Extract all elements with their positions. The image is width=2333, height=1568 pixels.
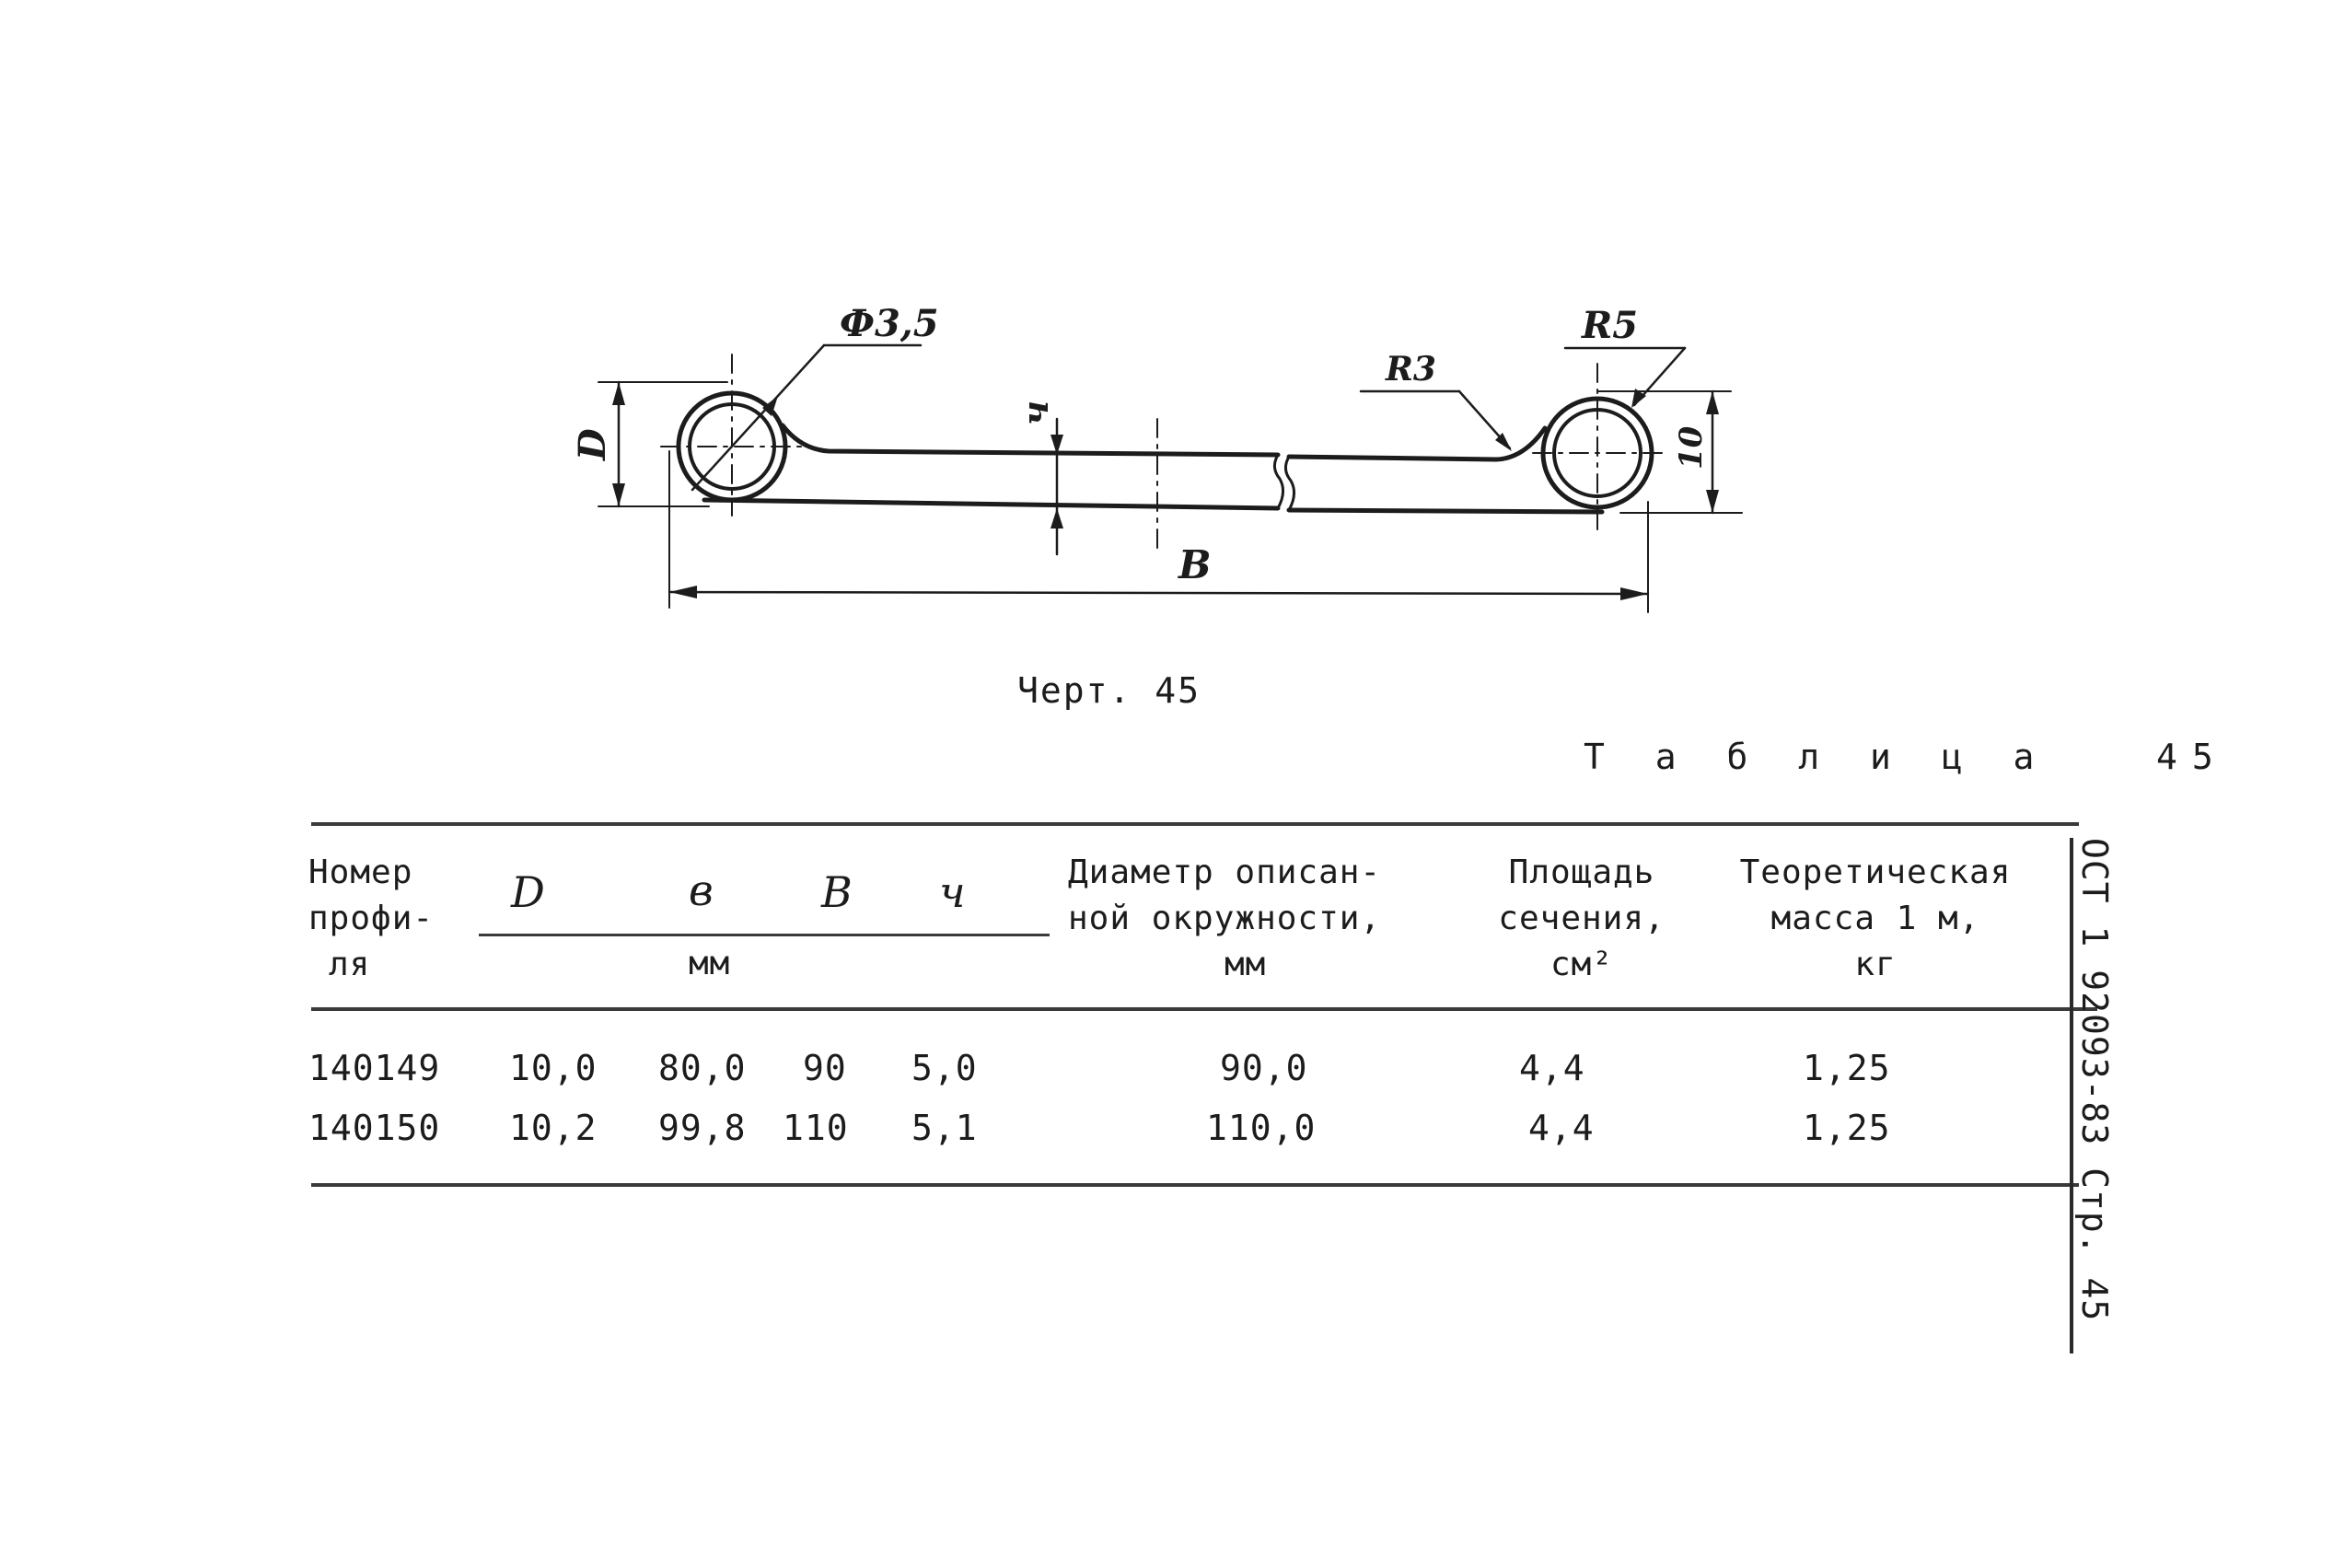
row1-area: 4,4 (1519, 1048, 1585, 1088)
row2-d: 10,2 (509, 1108, 598, 1148)
side-standard-label: ОСТ 1 92093-83 Стр. 45 (2070, 838, 2116, 1353)
header-profile-line-1: Номер (308, 854, 413, 891)
header-b-small: в (689, 865, 714, 915)
phi-leader (691, 343, 826, 492)
table-top-rule (311, 822, 2079, 826)
row1-mass: 1,25 (1803, 1048, 1891, 1088)
r3-label: R3 (1385, 350, 1436, 389)
d-label: D (571, 428, 614, 461)
header-diameter-line-3: мм (1225, 946, 1267, 983)
row1-diameter: 90,0 (1220, 1048, 1308, 1088)
ten-label: 10 (1673, 425, 1710, 470)
d-arrow-top (612, 382, 625, 405)
profile-bottom-edge-right (1286, 507, 1605, 515)
phi-label: Ф3,5 (840, 302, 939, 345)
header-mass: Теоретическая масса 1 м, кг (1714, 850, 2037, 988)
table-mm-rule (479, 934, 1050, 936)
profile-top-edge-left (780, 423, 1281, 458)
h-label: ч (1015, 401, 1056, 425)
header-profile-line-3: ля (329, 946, 371, 983)
row2-diameter: 110,0 (1206, 1108, 1317, 1148)
ten-arrow-top (1706, 391, 1719, 414)
header-diameter: Диаметр описан- ной окружности, мм (1068, 850, 1445, 988)
row1-h: 5,0 (911, 1048, 978, 1088)
header-area: Площадь сечения, см² (1471, 850, 1692, 988)
header-area-line-2: сечения, (1498, 900, 1666, 937)
header-mass-line-2: масса 1 м, (1770, 900, 1980, 937)
header-profile-line-2: профи- (308, 900, 435, 937)
table-bottom-rule (311, 1183, 2079, 1187)
table-header-rule (311, 1007, 2097, 1011)
row1-b-small: 80,0 (658, 1048, 747, 1088)
header-h: ч (939, 867, 966, 917)
ten-arrow-bottom (1706, 490, 1719, 513)
header-area-line-1: Площадь (1508, 854, 1655, 891)
header-mm: мм (689, 945, 731, 982)
header-diameter-line-1: Диаметр описан- (1068, 854, 1382, 891)
b-arrow-right (1620, 587, 1648, 600)
r5-label: R5 (1581, 304, 1638, 347)
b-dim-line (667, 590, 1650, 596)
break-left (1273, 453, 1284, 510)
r3-arrow (1495, 433, 1512, 451)
row2-profile: 140150 (308, 1108, 441, 1148)
b-arrow-left (669, 586, 697, 598)
phi-arrow (762, 396, 778, 416)
table-title: Т а б л и ц а 45 (1584, 737, 2228, 777)
row2-area: 4,4 (1528, 1108, 1595, 1148)
profile-drawing: Ф3,5 R5 R3 D ч 10 B (571, 302, 1743, 613)
row2-b-big: 110 (783, 1108, 849, 1148)
header-profile: Номер профи- ля (308, 850, 456, 988)
h-arrow-top (1050, 435, 1063, 455)
d-arrow-bottom (612, 483, 625, 506)
row1-profile: 140149 (308, 1048, 441, 1088)
row1-b-big: 90 (803, 1048, 847, 1088)
header-mass-line-1: Теоретическая (1739, 854, 2012, 891)
drawing-caption: Черт. 45 (1017, 670, 1201, 711)
r5-arrow (1631, 389, 1646, 408)
row2-h: 5,1 (911, 1108, 978, 1148)
h-arrow-bottom (1050, 508, 1063, 528)
header-d: D (511, 867, 545, 917)
break-right (1284, 455, 1295, 512)
profile-top-edge-right (1286, 425, 1548, 462)
header-area-line-3: см² (1550, 946, 1614, 983)
row1-d: 10,0 (509, 1048, 598, 1088)
b-label: B (1178, 542, 1212, 587)
header-b-big: B (821, 867, 853, 917)
header-diameter-line-2: ной окружности, (1068, 900, 1382, 937)
row2-b-small: 99,8 (658, 1108, 747, 1148)
profile-bottom-edge-left (702, 497, 1281, 511)
row2-mass: 1,25 (1803, 1108, 1891, 1148)
header-mass-line-3: кг (1854, 946, 1897, 983)
